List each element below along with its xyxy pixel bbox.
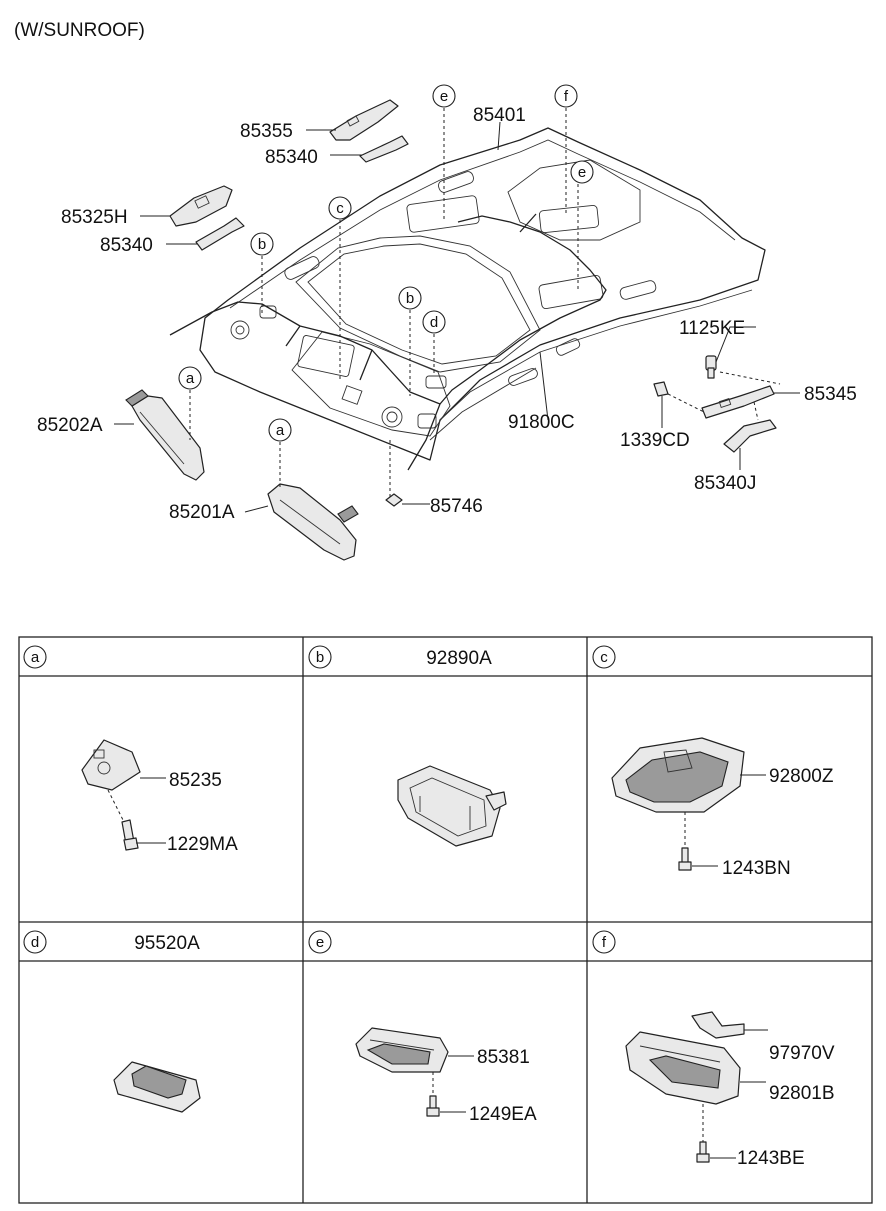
headliner-panel	[199, 127, 766, 461]
part-92801b-lamp	[625, 1031, 741, 1105]
label-85746: 85746	[430, 496, 483, 517]
svg-text:a: a	[186, 370, 195, 387]
assist-grip-bracket-85355	[329, 99, 399, 141]
label-85340-upper: 85340	[265, 147, 318, 168]
part-1229ma-screw	[121, 819, 139, 851]
label-85401: 85401	[473, 105, 526, 126]
cell-f-header: f	[592, 930, 616, 954]
part-1243bn-screw	[678, 847, 692, 871]
part-95520a-switch	[113, 1061, 201, 1113]
assist-grip-85340-lower	[195, 217, 245, 251]
callout-f-1: f	[554, 84, 578, 108]
sun-visor-85202a	[125, 389, 205, 481]
svg-text:b: b	[406, 290, 414, 307]
label-85381: 85381	[477, 1047, 530, 1068]
label-1229ma: 1229MA	[167, 834, 238, 855]
callout-e-1: e	[432, 84, 456, 108]
sun-visor-85201a	[267, 483, 359, 561]
label-85355: 85355	[240, 121, 293, 142]
wiring-harness	[169, 213, 607, 471]
detail-table	[18, 636, 873, 1204]
assist-grip-85340j	[723, 419, 777, 453]
svg-text:d: d	[31, 934, 39, 951]
svg-text:c: c	[600, 649, 608, 666]
callout-d-1: d	[422, 310, 446, 334]
bracket-85345	[701, 385, 775, 419]
part-92890a-bezel	[397, 765, 507, 847]
diagram-title: (W/SUNROOF)	[14, 20, 145, 41]
callout-a-2: a	[268, 418, 292, 442]
part-97970v-clip	[691, 1011, 745, 1039]
leader-lines	[114, 108, 800, 513]
svg-text:d: d	[430, 314, 438, 331]
callout-c-1: c	[328, 196, 352, 220]
assist-grip-85340-upper	[359, 135, 409, 163]
label-92800z: 92800Z	[769, 766, 834, 787]
svg-text:e: e	[578, 164, 586, 181]
svg-text:e: e	[440, 88, 448, 105]
svg-text:b: b	[258, 236, 266, 253]
label-1339cd: 1339CD	[620, 430, 690, 451]
svg-text:c: c	[336, 200, 344, 217]
label-85325h: 85325H	[61, 207, 128, 228]
part-1243be-screw	[696, 1141, 710, 1163]
cell-c-header: c	[592, 645, 616, 669]
label-91800c: 91800C	[508, 412, 575, 433]
part-85235-bracket	[81, 739, 141, 791]
label-85235: 85235	[169, 770, 222, 791]
callout-e-2: e	[570, 160, 594, 184]
nut-1339cd	[653, 381, 669, 397]
cell-b-header: b 92890A	[308, 645, 492, 669]
label-92801b: 92801B	[769, 1083, 835, 1104]
label-85340j: 85340J	[694, 473, 756, 494]
callout-a-1: a	[178, 366, 202, 390]
label-1249ea: 1249EA	[469, 1104, 537, 1125]
part-85381-lamp	[355, 1027, 449, 1073]
label-97970v: 97970V	[769, 1043, 835, 1064]
label-85201a: 85201A	[169, 502, 235, 523]
label-1243be: 1243BE	[737, 1148, 805, 1169]
part-92800z-lamp	[611, 737, 745, 813]
svg-text:e: e	[316, 934, 324, 951]
assist-grip-bracket-85325h	[169, 185, 233, 227]
clip-85746	[385, 493, 403, 507]
cell-b-part-92890a: 92890A	[426, 648, 492, 669]
callout-b-1: b	[250, 232, 274, 256]
svg-text:b: b	[316, 649, 324, 666]
svg-text:a: a	[276, 422, 285, 439]
cell-a-header: a	[23, 645, 47, 669]
svg-text:f: f	[564, 88, 569, 105]
svg-text:f: f	[602, 934, 607, 951]
cell-d-part-95520a: 95520A	[134, 933, 200, 954]
cell-d-header: d 95520A	[23, 930, 200, 954]
label-85340-lower: 85340	[100, 235, 153, 256]
bolt-1125ke	[705, 355, 717, 379]
svg-text:a: a	[31, 649, 40, 666]
label-85202a: 85202A	[37, 415, 103, 436]
label-1243bn: 1243BN	[722, 858, 791, 879]
callout-b-2: b	[398, 286, 422, 310]
part-1249ea-screw	[426, 1095, 440, 1117]
label-85345: 85345	[804, 384, 857, 405]
label-1125ke: 1125KE	[679, 318, 745, 339]
cell-e-header: e	[308, 930, 332, 954]
